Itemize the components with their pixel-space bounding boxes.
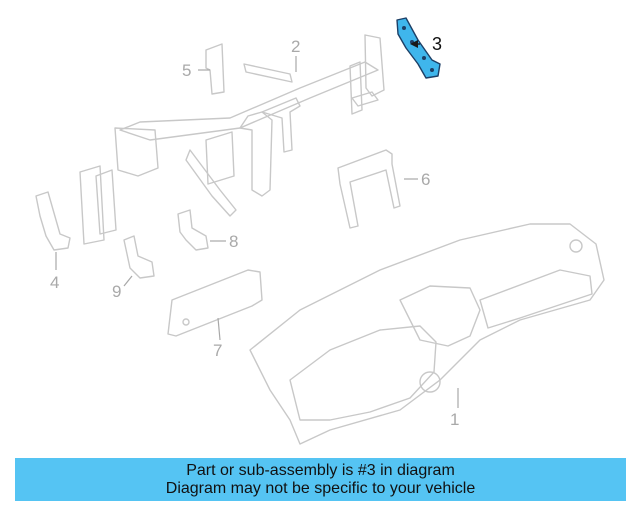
callout-7: 7 [213,341,222,360]
part-9-bracket [123,235,155,279]
callout-6: 6 [421,170,430,189]
callout-9-leader [123,275,133,287]
callout-2: 2 [291,37,300,56]
part-2-cross-car-beam [79,34,385,245]
part-6-support-bracket [337,149,401,229]
callout-1: 1 [450,410,459,429]
callout-8: 8 [229,232,238,251]
callout-3-arrow [410,40,418,48]
callout-7-leader [217,317,221,341]
part-1-instrument-panel [249,223,605,445]
part-8-bracket [177,209,209,251]
callout-3[interactable]: 3 [432,34,442,54]
part-4-side-bracket [35,191,71,251]
callout-5: 5 [182,61,191,80]
part-5-bracket [205,43,225,95]
part-7-panel [167,269,263,337]
info-banner: Part or sub-assembly is #3 in diagram Di… [15,458,626,501]
parts-diagram: 1 2 3 4 5 6 7 8 9 [35,17,605,445]
banner-line-2: Diagram may not be specific to your vehi… [165,479,476,497]
banner-line-1: Part or sub-assembly is #3 in diagram [186,461,455,479]
callout-4: 4 [50,273,59,292]
callout-9: 9 [112,282,121,301]
